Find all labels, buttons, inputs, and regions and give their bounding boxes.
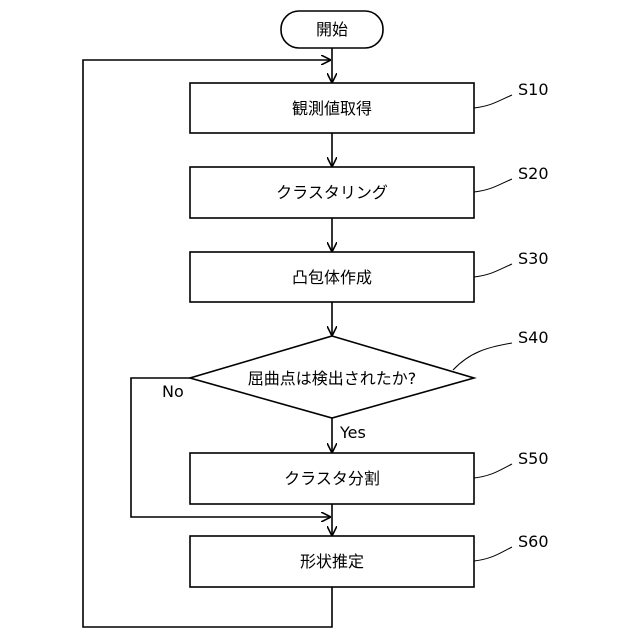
branch-no-label: No: [162, 382, 184, 401]
step-id-leader: [474, 464, 512, 478]
start-node: 開始: [281, 11, 383, 48]
step-label: 形状推定: [300, 552, 364, 571]
step-s10: 観測値取得 S10: [190, 80, 549, 133]
step-id-leader: [474, 179, 512, 192]
step-id-leader: [453, 343, 512, 370]
step-s40: 屈曲点は検出されたか? S40: [190, 328, 549, 418]
step-s30: 凸包体作成 S30: [190, 249, 549, 302]
step-id-leader: [474, 547, 512, 561]
step-s50: クラスタ分割 S50: [190, 449, 549, 504]
step-id-leader: [474, 95, 512, 108]
step-s20: クラスタリング S20: [190, 164, 549, 218]
step-id: S50: [518, 449, 549, 468]
step-id: S60: [518, 532, 549, 551]
step-id: S10: [518, 80, 549, 99]
step-id: S40: [518, 328, 549, 347]
step-label: 凸包体作成: [292, 268, 372, 287]
branch-yes-label: Yes: [339, 423, 366, 442]
step-label: 観測値取得: [292, 99, 372, 118]
start-label: 開始: [316, 20, 348, 39]
step-id: S30: [518, 249, 549, 268]
decision-label: 屈曲点は検出されたか?: [248, 369, 417, 388]
step-label: クラスタリング: [276, 183, 388, 202]
step-id: S20: [518, 164, 549, 183]
step-id-leader: [474, 264, 512, 277]
step-s60: 形状推定 S60: [190, 532, 549, 587]
step-label: クラスタ分割: [284, 469, 380, 488]
